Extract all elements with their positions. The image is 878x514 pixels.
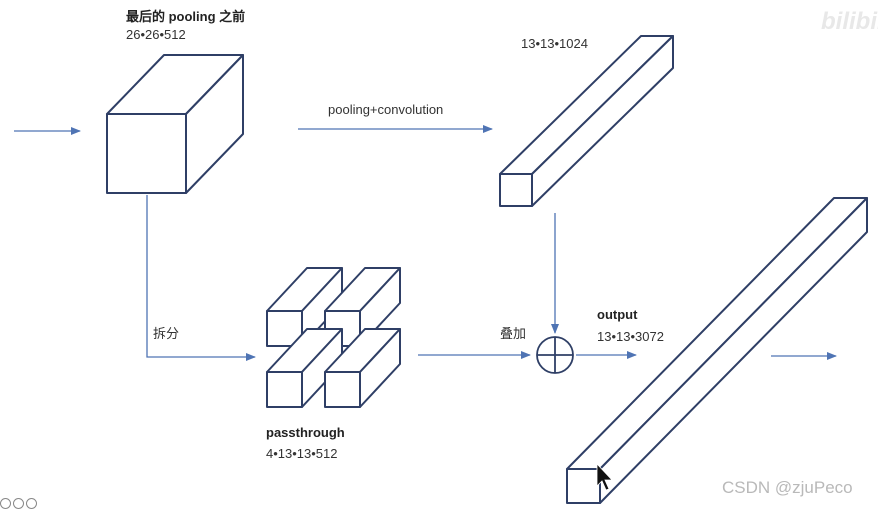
split-label: 拆分	[153, 326, 180, 341]
passthrough-title: passthrough	[266, 425, 345, 440]
control-icon[interactable]	[0, 498, 11, 509]
pooling-conv-label: pooling+convolution	[328, 102, 444, 117]
output-dims: 13•13•3072	[597, 329, 664, 344]
csdn-watermark: CSDN @zjuPeco	[722, 478, 853, 497]
block2-dims: 13•13•1024	[521, 36, 588, 51]
passthrough-dims: 4•13•13•512	[266, 446, 338, 461]
block1-cube	[106, 54, 244, 194]
block1-title: 最后的 pooling 之前	[126, 9, 246, 24]
stack-label: 叠加	[500, 326, 527, 341]
control-icon[interactable]	[13, 498, 24, 509]
output-title: output	[597, 307, 638, 322]
passthrough-bar-front-right	[324, 328, 401, 408]
block1-dims: 26•26•512	[126, 27, 186, 42]
bilibili-logo: bilibili	[821, 8, 878, 35]
control-icon[interactable]	[26, 498, 37, 509]
player-controls[interactable]	[0, 496, 60, 509]
cursor-icon	[596, 462, 613, 491]
add-operator-icon	[536, 336, 574, 374]
split-arrow	[146, 195, 256, 361]
block2-bar	[499, 35, 674, 207]
output-bar	[566, 197, 868, 504]
